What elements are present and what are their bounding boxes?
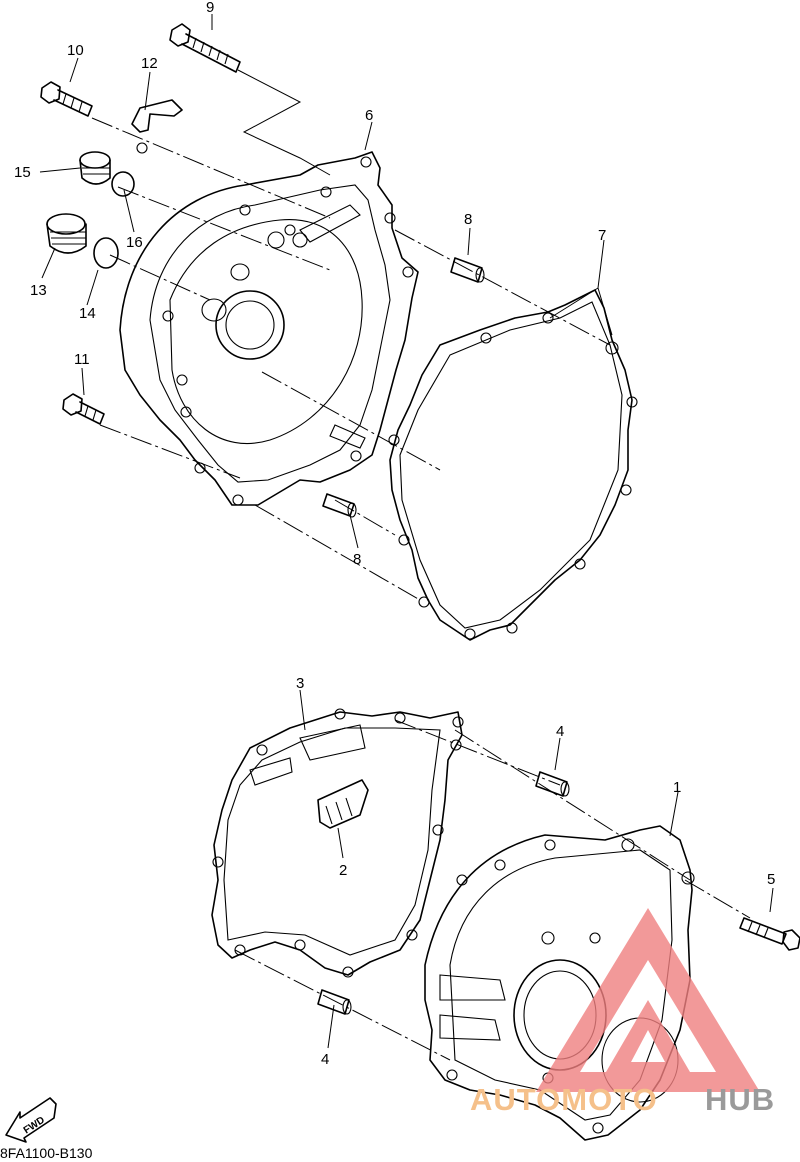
gasket-3 — [211, 708, 464, 978]
fwd-label: FWD — [22, 1115, 47, 1137]
watermark-text-right: HUB — [705, 1082, 775, 1117]
gasket-7 — [388, 289, 638, 641]
crankcase-cover-6 — [119, 151, 419, 506]
callout-3: 3 — [296, 675, 304, 692]
plug-13 — [46, 213, 87, 254]
callout-12: 12 — [141, 55, 158, 72]
bolt-10 — [40, 81, 93, 117]
callout-10: 10 — [67, 42, 84, 59]
dowel-8-upper — [450, 257, 485, 283]
callout-4-upper: 4 — [556, 723, 564, 740]
dowel-4-upper — [535, 771, 570, 797]
bolt-9 — [169, 23, 241, 73]
o-ring-14 — [93, 237, 119, 269]
plug-15 — [79, 151, 111, 185]
watermark-triangle — [536, 908, 760, 1092]
callout-11: 11 — [74, 351, 90, 368]
callout-1: 1 — [673, 779, 681, 796]
bolt-5 — [739, 917, 800, 951]
callout-15: 15 — [14, 164, 31, 181]
callout-2: 2 — [339, 862, 347, 879]
callout-7: 7 — [598, 227, 606, 244]
plate-2 — [317, 779, 369, 829]
callout-labels: 1 2 3 4 4 5 6 7 8 8 9 10 11 12 13 14 15 … — [14, 0, 775, 1068]
callout-5: 5 — [767, 871, 775, 888]
o-ring-16 — [111, 171, 135, 197]
dowel-4-lower — [317, 989, 352, 1015]
callout-8-lower: 8 — [353, 551, 361, 568]
bolt-11 — [62, 393, 105, 425]
diagram-code: 8FA1100-B130 — [0, 1145, 93, 1161]
callout-9: 9 — [206, 0, 214, 16]
assembly-lines — [39, 14, 774, 1061]
watermark-text-left: AUTOMOTO — [470, 1082, 658, 1117]
callout-14: 14 — [79, 305, 96, 322]
callout-16: 16 — [126, 234, 143, 251]
callout-13: 13 — [30, 282, 47, 299]
watermark-logo — [536, 908, 760, 1092]
dowel-8-lower — [322, 493, 357, 518]
bracket-12 — [131, 99, 183, 154]
callout-4-lower: 4 — [321, 1051, 329, 1068]
callout-6: 6 — [365, 107, 373, 124]
callout-8-upper: 8 — [464, 211, 472, 228]
fwd-arrow: FWD — [5, 1097, 57, 1143]
